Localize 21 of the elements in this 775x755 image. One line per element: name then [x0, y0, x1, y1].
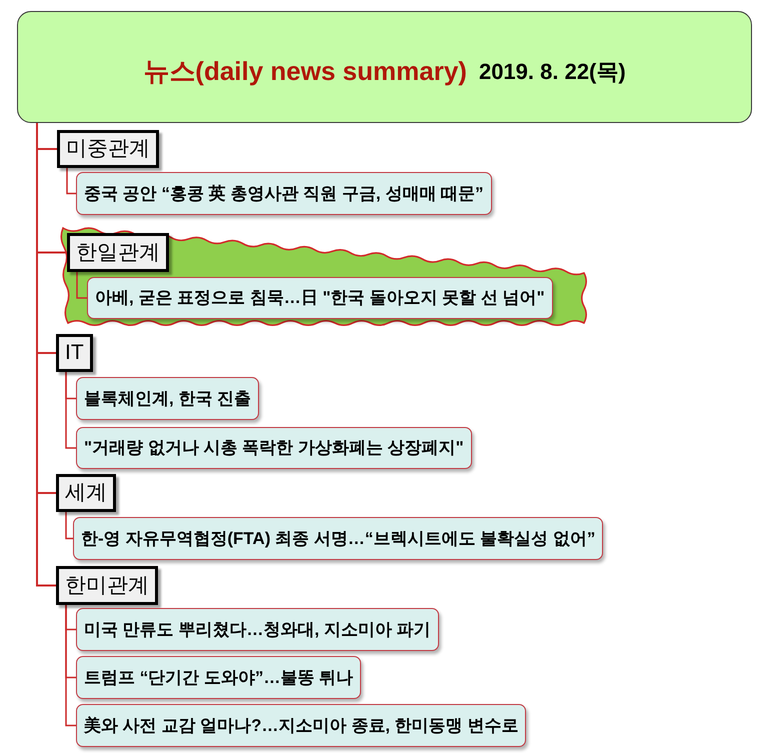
- news-item-box: 중국 공안 “홍콩 英 총영사관 직원 구금, 성매매 때문”: [76, 172, 492, 215]
- topic-box: 세계: [56, 474, 116, 512]
- root-topic-box: [17, 11, 752, 123]
- news-item-box: 미국 만류도 뿌리쳤다…청와대, 지소미아 파기: [76, 608, 439, 651]
- connector-line: [65, 605, 76, 726]
- topic-box: 한미관계: [56, 566, 158, 605]
- connector-line: [76, 272, 87, 299]
- news-item-box: 한-영 자유무역협정(FTA) 최종 서명…“브렉시트에도 불확실성 없어”: [73, 517, 604, 560]
- news-item-box: 아베, 굳은 표정으로 침묵…日 "한국 돌아오지 못할 선 넘어": [87, 277, 553, 319]
- topic-box: 한일관계: [67, 233, 169, 272]
- topic-box: 미중관계: [57, 130, 159, 168]
- topic-box: IT: [56, 334, 93, 372]
- news-item-box: 트럼프 “단기간 도와야”…불똥 튀나: [76, 656, 362, 699]
- news-item-box: "거래량 없거나 시총 폭락한 가상화폐는 상장폐지": [76, 427, 472, 469]
- connector-line: [65, 372, 76, 449]
- news-item-box: 블록체인계, 한국 진출: [76, 377, 260, 420]
- news-item-box: 美와 사전 교감 얼마나?…지소미아 종료, 한미동맹 변수로: [76, 704, 526, 747]
- connector-line: [65, 512, 73, 540]
- title-text: 뉴스(daily news summary): [143, 54, 467, 88]
- date-text: 2019. 8. 22(목): [478, 58, 626, 86]
- connector-line: [66, 168, 76, 194]
